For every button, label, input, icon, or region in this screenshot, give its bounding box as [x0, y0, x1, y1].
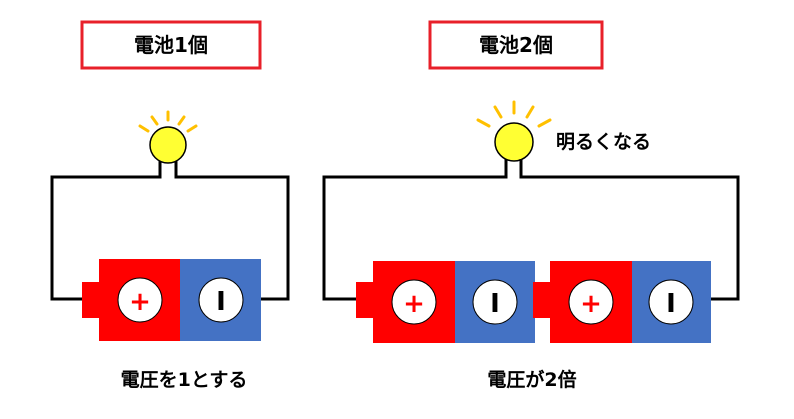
left-wire-left	[50, 161, 162, 301]
right-battery-2: + I	[533, 261, 711, 343]
plus-icon-circle	[117, 277, 163, 323]
left-panel: 電池1個 + I 電圧を1とする	[50, 20, 290, 391]
battery-terminal	[82, 282, 100, 318]
plus-icon-circle	[568, 279, 614, 325]
right-wire-left	[322, 159, 508, 301]
right-bulb-rays	[476, 100, 552, 128]
left-title: 電池1個	[134, 33, 208, 57]
plus-icon-circle	[391, 279, 437, 325]
left-wire-right	[174, 161, 290, 301]
minus-icon: I	[666, 289, 676, 319]
right-battery-1: + I	[356, 261, 535, 343]
minus-icon-circle	[472, 279, 518, 325]
left-bulb	[149, 126, 187, 164]
battery-terminal	[356, 282, 374, 318]
minus-icon-circle	[198, 277, 244, 323]
right-caption: 電圧が2倍	[487, 368, 576, 391]
left-bulb-rays	[138, 110, 198, 133]
plus-icon: +	[129, 287, 151, 317]
right-panel: 電池2個 明るくなる + I +	[322, 20, 740, 391]
right-wire-right	[519, 159, 740, 301]
right-title: 電池2個	[479, 33, 553, 57]
left-caption: 電圧を1とする	[121, 369, 248, 391]
minus-icon-circle	[648, 279, 694, 325]
right-bulb	[494, 122, 534, 162]
battery-terminal	[533, 282, 551, 318]
left-battery: + I	[82, 259, 261, 341]
plus-icon: +	[580, 289, 602, 319]
left-title-box	[80, 20, 262, 70]
plus-icon: +	[403, 289, 425, 319]
minus-icon: I	[490, 289, 500, 319]
right-note: 明るくなる	[556, 131, 651, 153]
minus-icon: I	[216, 287, 226, 317]
right-title-box	[428, 20, 604, 70]
